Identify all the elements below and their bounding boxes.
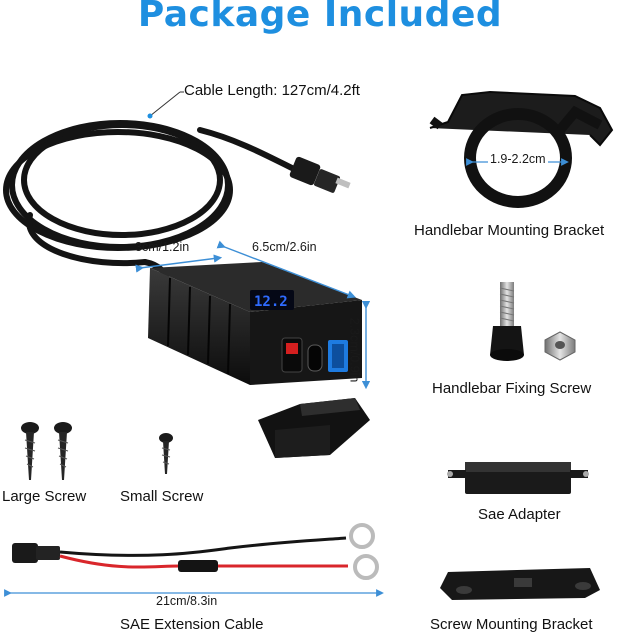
sae-adapter-label: Sae Adapter: [478, 506, 561, 523]
width-dimension: 3cm/1.2in: [135, 240, 190, 254]
page-title: Package Included: [137, 0, 503, 35]
small-screw-label: Small Screw: [120, 488, 204, 505]
bracket-size-dimension: 1.9-2.2cm: [488, 152, 548, 166]
height-dimension: 2.3cm/0.9in: [347, 317, 362, 383]
sae-adapter-art: [447, 462, 589, 494]
sae-extension-cable-art: [4, 523, 384, 597]
usb-charger-unit: 12.2: [148, 262, 362, 385]
cable-length-label: Cable Length: 127cm/4.2ft: [184, 82, 360, 99]
dimension-lines: [135, 240, 371, 390]
handlebar-bracket-label: Handlebar Mounting Bracket: [414, 222, 605, 239]
fixing-screw-label: Handlebar Fixing Screw: [432, 380, 592, 397]
coiled-cable: [3, 120, 303, 285]
extension-cable-label: SAE Extension Cable: [120, 616, 264, 633]
large-screw-label: Large Screw: [2, 488, 87, 505]
handlebar-bracket-art: [429, 90, 614, 208]
voltage-display: 12.2: [254, 294, 288, 310]
large-screws-art: [21, 422, 72, 480]
dust-cap: [258, 398, 370, 458]
fixing-screw-art: [490, 282, 576, 361]
small-screw-art: [159, 433, 173, 474]
screw-bracket-label: Screw Mounting Bracket: [430, 616, 593, 633]
extension-cable-length: 21cm/8.3in: [156, 594, 218, 608]
length-dimension: 6.5cm/2.6in: [252, 240, 317, 254]
sae-connector-on-cable: [289, 156, 351, 193]
screw-bracket-art: [440, 568, 600, 600]
